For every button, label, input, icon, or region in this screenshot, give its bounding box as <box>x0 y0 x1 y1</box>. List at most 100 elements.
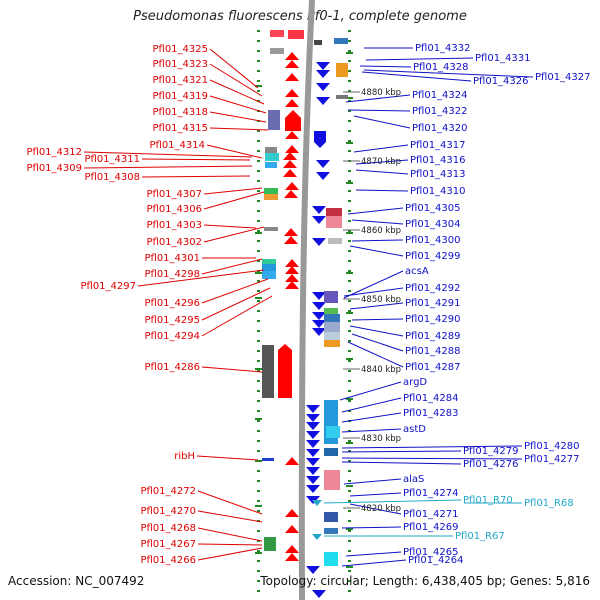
right-leader-line <box>341 412 402 423</box>
reverse-gene-arrow <box>306 485 320 493</box>
tick-mark <box>257 570 260 572</box>
right-gene-label: argD <box>403 377 427 388</box>
right-gene-label: Pfl01_4331 <box>475 53 531 64</box>
forward-gene-arrow <box>285 89 299 97</box>
tick-mark <box>257 280 260 282</box>
genome-backbone <box>298 0 315 600</box>
tick-mark <box>346 52 353 54</box>
tick-mark <box>257 580 260 582</box>
tick-mark <box>255 85 262 87</box>
tick-mark <box>348 460 351 462</box>
right-gene-label: Pfl01_4304 <box>405 219 461 230</box>
tick-mark <box>257 510 260 512</box>
left-leader-line <box>203 226 265 243</box>
right-gene-label: Pfl01_4322 <box>412 106 468 117</box>
right-gene-label: Pfl01_4328 <box>413 62 469 73</box>
left-leader-line <box>201 287 271 321</box>
reverse-gene-arrow <box>312 216 326 224</box>
reverse-gene-arrow <box>306 422 320 430</box>
tick-mark <box>348 360 351 362</box>
accession-label: Accession: NC_007492 <box>8 574 145 588</box>
left-gene-label: Pfl01_4306 <box>146 204 202 215</box>
tick-mark <box>348 350 351 352</box>
tick-mark <box>348 270 351 272</box>
right-gene-label: Pfl01_4277 <box>524 454 580 465</box>
tick-mark <box>257 350 260 352</box>
reverse-gene-arrow <box>306 476 320 484</box>
right-leader-line <box>341 445 523 449</box>
reverse-gene-arrow <box>312 292 326 300</box>
tick-mark <box>257 210 260 212</box>
right-gene-label: Pfl01_4332 <box>415 43 471 54</box>
left-gene-label: Pfl01_4270 <box>140 506 196 517</box>
left-leader-line <box>197 543 263 546</box>
tick-mark <box>348 190 351 192</box>
gene-block <box>264 537 276 551</box>
right-leader-line <box>349 492 402 497</box>
gene-block <box>270 48 284 54</box>
tick-mark <box>348 340 351 342</box>
right-leader-line <box>347 207 404 215</box>
reverse-gene-arrow <box>312 206 326 214</box>
tick-mark <box>257 90 260 92</box>
gene-block <box>324 512 338 522</box>
gene-block <box>265 162 277 168</box>
left-gene-label: Pfl01_4325 <box>152 44 208 55</box>
tick-mark <box>348 110 351 112</box>
tick-mark <box>257 590 260 592</box>
left-leader-line <box>206 144 263 159</box>
gene-block <box>334 38 348 44</box>
tick-mark <box>348 90 351 92</box>
right-gene-label: acsA <box>405 266 429 277</box>
tick-mark <box>257 140 260 142</box>
gene-block <box>326 426 340 438</box>
tick-mark <box>348 440 351 442</box>
tick-mark <box>257 150 260 152</box>
right-leader-line <box>365 57 474 61</box>
tick-mark <box>257 130 260 132</box>
tick-mark <box>257 410 260 412</box>
right-leader-line <box>339 381 402 401</box>
tick-mark <box>348 130 351 132</box>
gene-block <box>265 147 277 153</box>
gene-block <box>324 314 340 322</box>
tick-mark <box>348 450 351 452</box>
right-gene-label: Pfl01_4287 <box>405 362 461 373</box>
left-gene-label: Pfl01_4272 <box>140 486 196 497</box>
tick-mark <box>257 80 260 82</box>
tick-mark <box>346 358 353 360</box>
gene-block <box>270 30 284 37</box>
right-leader-line <box>341 461 462 465</box>
right-leader-line <box>351 239 404 242</box>
left-leader-line <box>141 158 251 161</box>
tick-mark <box>348 560 351 562</box>
tick-mark <box>348 150 351 152</box>
tick-mark <box>255 297 262 299</box>
tick-mark <box>257 370 260 372</box>
kbp-marker: 4880 kbp <box>361 88 401 98</box>
forward-gene-arrow <box>285 182 299 190</box>
right-leader-line <box>359 65 412 68</box>
tick-mark <box>348 100 351 102</box>
tick-mark <box>257 200 260 202</box>
left-gene-label: Pfl01_4307 <box>146 189 202 200</box>
gene-block <box>336 95 348 99</box>
gene-block <box>324 291 338 303</box>
left-leader-line <box>197 490 263 515</box>
right-leader-line <box>343 270 404 299</box>
tick-mark <box>348 210 351 212</box>
right-leader-line <box>343 287 404 297</box>
forward-gene-arrow <box>284 228 298 236</box>
left-leader-line <box>201 295 273 337</box>
tick-mark <box>348 260 351 262</box>
tick-mark <box>257 300 260 302</box>
reverse-gene-arrow <box>312 590 326 598</box>
left-gene-label: Pfl01_4267 <box>140 539 196 550</box>
reverse-gene-arrow <box>312 302 326 310</box>
tick-mark <box>257 330 260 332</box>
right-leader-line <box>341 457 523 460</box>
tick-mark <box>348 140 351 142</box>
tick-mark <box>348 490 351 492</box>
right-leader-line <box>347 341 404 368</box>
left-gene-label: Pfl01_4268 <box>140 523 196 534</box>
